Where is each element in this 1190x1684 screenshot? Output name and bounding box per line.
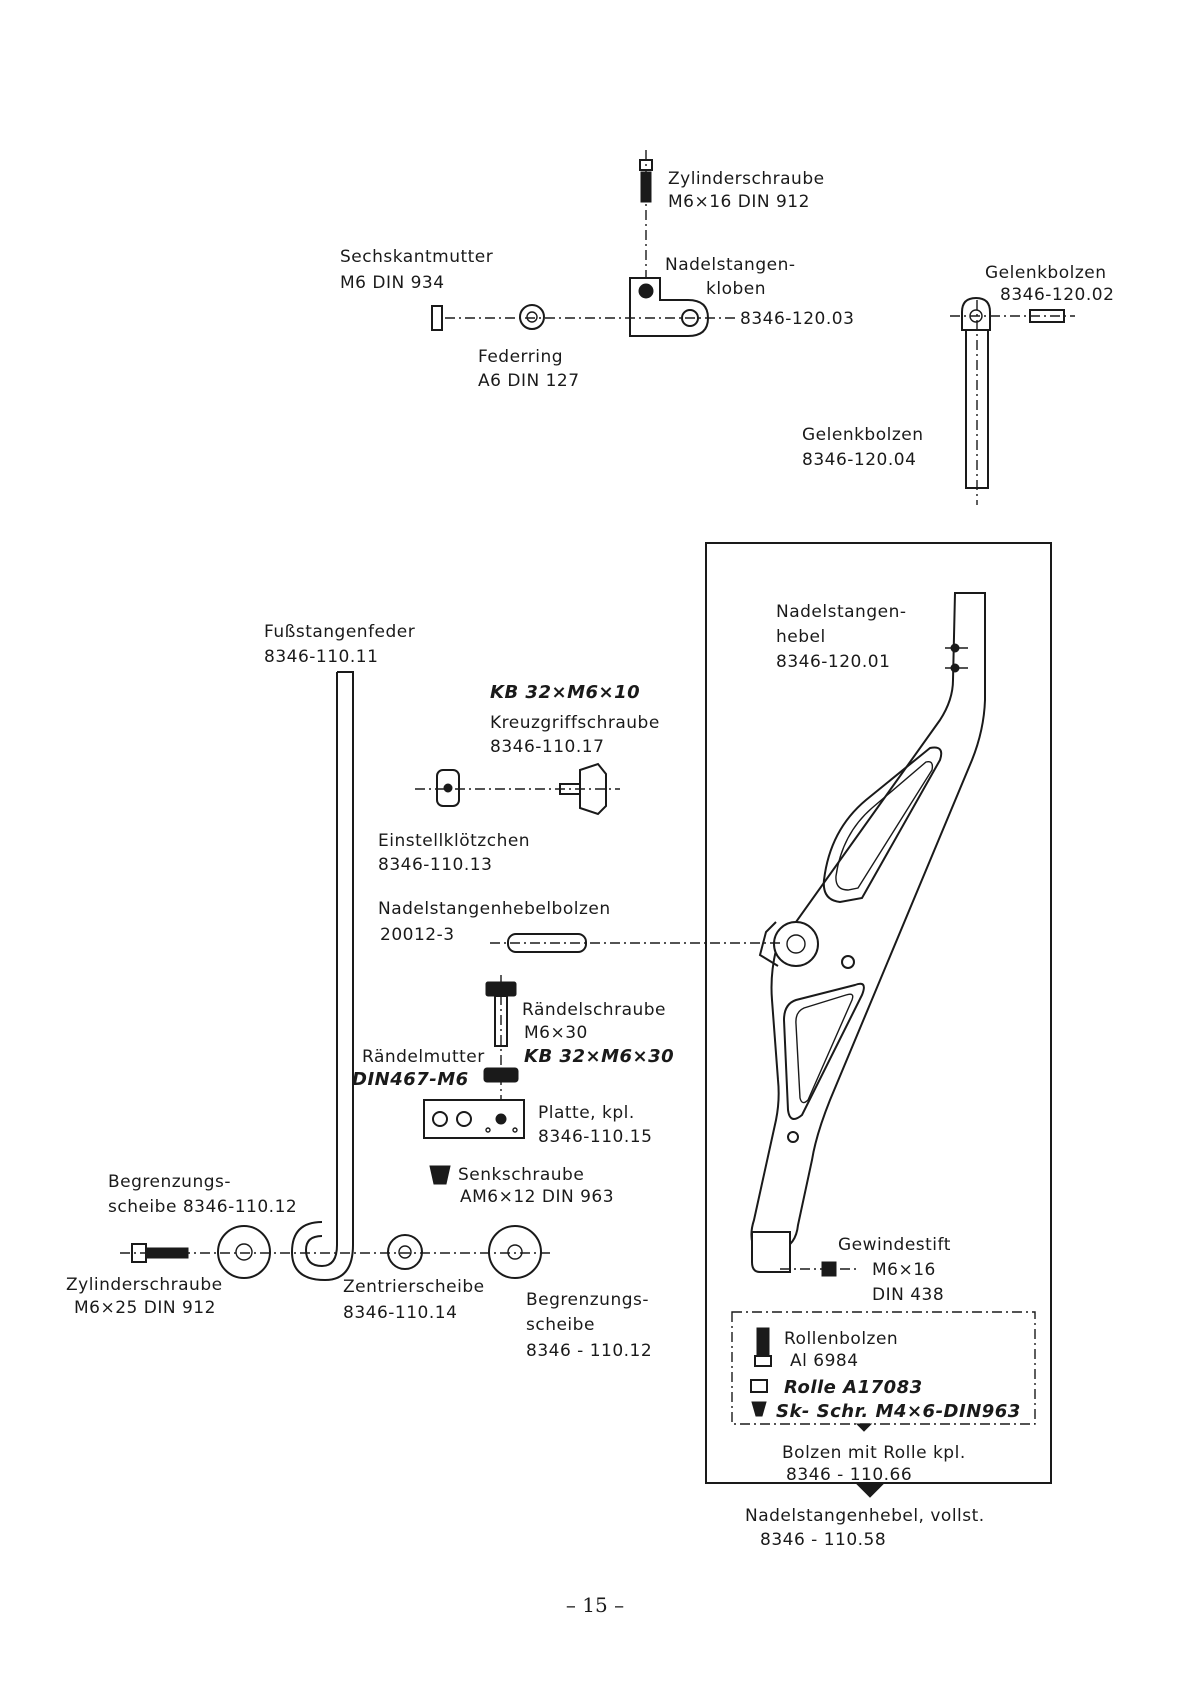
label-vollst-1: Nadelstangenhebel, vollst. (745, 1506, 985, 1526)
label-rollen-2: Al 6984 (790, 1351, 859, 1371)
label-federring-1: Federring (478, 347, 563, 367)
plate-assembly-part (423, 1099, 525, 1139)
label-kloben-3: 8346-120.03 (740, 309, 854, 329)
label-raendel-2: M6×30 (524, 1023, 588, 1043)
label-kloben-1: Nadelstangen- (665, 255, 795, 275)
label-hebel-3: 8346-120.01 (776, 652, 890, 672)
label-senk-2: AM6×12 DIN 963 (460, 1187, 614, 1207)
label-zyl-bot-2: M6×25 DIN 912 (74, 1298, 216, 1318)
label-gelenk-mid-1: Gelenkbolzen (802, 425, 924, 445)
label-rollen-1: Rollenbolzen (784, 1329, 898, 1349)
label-zentrier-2: 8346-110.14 (343, 1303, 457, 1323)
label-raendel-1: Rändelschraube (522, 1000, 666, 1020)
countersunk-screw-part (429, 1165, 451, 1185)
label-raendelmutter-1: Rändelmutter (362, 1047, 485, 1067)
label-sechskant-1: Sechskantmutter (340, 247, 493, 267)
label-begr-left-1: Begrenzungs- (108, 1172, 231, 1192)
label-zyl-bot-1: Zylinderschraube (66, 1275, 223, 1295)
label-begr-left-2: scheibe 8346-110.12 (108, 1197, 297, 1217)
needle-bar-lever-part (750, 592, 986, 1273)
spring-washer-part (519, 304, 545, 330)
label-rolle: Rolle A17083 (784, 1377, 923, 1398)
roller-pin-subgroup-frame (731, 1311, 1036, 1425)
label-kreuz-1: Kreuzgriffschraube (490, 713, 660, 733)
label-gelenk-top-2: 8346-120.02 (1000, 285, 1114, 305)
label-raendel-3: KB 32×M6×30 (524, 1046, 674, 1067)
label-gelenk-mid-2: 8346-120.04 (802, 450, 916, 470)
label-zyl-top-1: Zylinderschraube (668, 169, 825, 189)
label-bolzen-rolle-2: 8346 - 110.66 (786, 1465, 912, 1485)
label-fuss-2: 8346-110.11 (264, 647, 378, 667)
label-kreuz-2: 8346-110.17 (490, 737, 604, 757)
label-bolzen-2: 20012-3 (380, 925, 455, 945)
limit-washer-right-part (488, 1225, 542, 1279)
label-zentrier-1: Zentrierscheibe (343, 1277, 485, 1297)
presser-bar-spring-part (290, 671, 354, 1282)
label-gelenk-top-1: Gelenkbolzen (985, 263, 1107, 283)
centering-washer-part (387, 1234, 423, 1270)
page-number: – 15 – (566, 1593, 624, 1617)
roller-part (750, 1379, 768, 1393)
set-screw-part (780, 1261, 858, 1277)
label-gewinde-3: DIN 438 (872, 1285, 944, 1305)
label-einstell-2: 8346-110.13 (378, 855, 492, 875)
frame-pointer (854, 1482, 886, 1498)
needle-bar-clamp-part (629, 277, 710, 337)
label-platte-1: Platte, kpl. (538, 1103, 635, 1123)
label-fuss-1: Fußstangenfeder (264, 622, 415, 642)
hex-nut-part (431, 305, 443, 331)
limit-washer-left-part (217, 1225, 271, 1279)
label-kreuz-0: KB 32×M6×10 (490, 682, 640, 703)
label-skschr: Sk- Schr. M4×6-DIN963 (776, 1401, 1021, 1422)
label-senk-1: Senkschraube (458, 1165, 584, 1185)
small-countersunk-screw-part (751, 1401, 767, 1417)
label-begr-right-2: scheibe (526, 1315, 595, 1335)
adjusting-block-part (436, 769, 460, 807)
joint-pin-rod-part (965, 300, 989, 505)
joint-pin-top-part (950, 296, 1075, 331)
label-begr-right-3: 8346 - 110.12 (526, 1341, 652, 1361)
label-federring-2: A6 DIN 127 (478, 371, 580, 391)
label-gewinde-1: Gewindestift (838, 1235, 951, 1255)
label-bolzen-1: Nadelstangenhebelbolzen (378, 899, 611, 919)
knurled-nut-part (483, 1067, 519, 1083)
label-raendelmutter-2: DIN467-M6 (352, 1069, 469, 1090)
label-vollst-2: 8346 - 110.58 (760, 1530, 886, 1550)
label-begr-right-1: Begrenzungs- (526, 1290, 649, 1310)
label-platte-2: 8346-110.15 (538, 1127, 652, 1147)
label-sechskant-2: M6 DIN 934 (340, 273, 445, 293)
label-einstell-1: Einstellklötzchen (378, 831, 530, 851)
label-bolzen-rolle-1: Bolzen mit Rolle kpl. (782, 1443, 966, 1463)
knurled-screw-part (485, 975, 517, 1110)
label-zyl-top-2: M6×16 DIN 912 (668, 192, 810, 212)
roller-pin-part (754, 1327, 772, 1367)
label-hebel-2: hebel (776, 627, 826, 647)
label-gewinde-2: M6×16 (872, 1260, 936, 1280)
label-hebel-1: Nadelstangen- (776, 602, 906, 622)
label-kloben-2: kloben (706, 279, 766, 299)
